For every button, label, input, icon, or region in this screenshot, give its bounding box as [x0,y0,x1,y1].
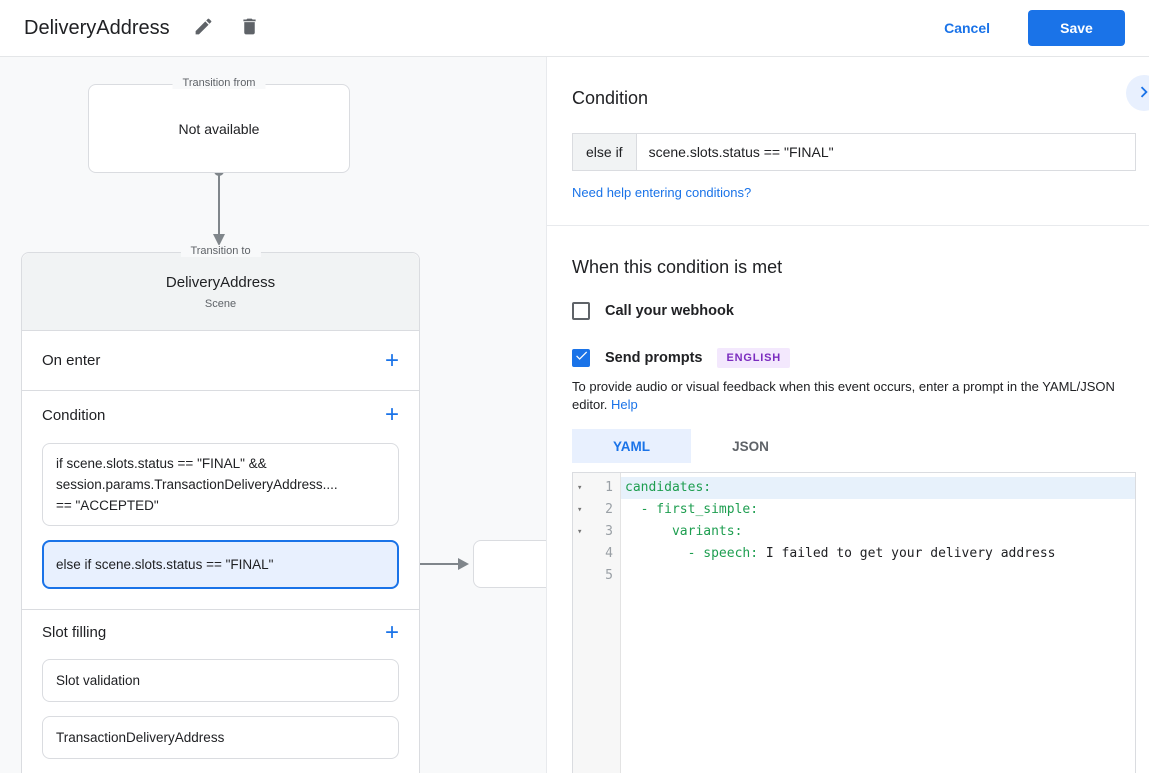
send-prompts-label: Send prompts [605,350,703,366]
scene-diagram-canvas: Transition from Not available Transition… [0,57,546,773]
editor-gutter-row: ▾2 [573,499,620,521]
slot-transaction-delivery-address-item[interactable]: TransactionDeliveryAddress [42,716,399,759]
on-enter-label: On enter [42,352,101,369]
transition-to-card: Transition to DeliveryAddress Scene On e… [21,245,420,773]
slot-validation-item[interactable]: Slot validation [42,659,399,702]
panel-title: Condition [572,88,649,108]
condition-section: Condition + if scene.slots.status == "FI… [22,391,419,610]
transition-to-label: Transition to [180,245,261,257]
yaml-key-token: - speech: [625,546,759,561]
add-condition-button[interactable]: + [384,401,399,428]
editor-format-tabs: YAML JSON [572,429,1149,463]
webhook-checkbox[interactable] [572,302,590,320]
editor-gutter-row: ▾3 [573,521,620,543]
checkmark-icon [574,348,589,368]
conditions-help-link[interactable]: Need help entering conditions? [572,185,752,200]
line-number: 3 [605,524,613,539]
chevron-right-icon [1133,81,1149,106]
fold-spacer [573,543,588,565]
condition-met-heading: When this condition is met [572,257,783,277]
prompts-description-text: To provide audio or visual feedback when… [572,379,1115,412]
condition-section-label: Condition [42,406,106,424]
top-bar: DeliveryAddress Cancel Save [0,0,1149,57]
condition-prefix: else if [573,134,637,170]
line-number: 5 [605,568,613,583]
help-link[interactable]: Help [611,396,638,412]
send-prompts-option-row: Send prompts ENGLISH [572,348,1149,368]
editor-gutter-row: 5 [573,565,620,587]
edit-title-button[interactable] [192,16,216,40]
transition-from-node[interactable]: Transition from Not available [88,77,350,173]
line-number: 4 [605,546,613,561]
delete-scene-button[interactable] [238,16,262,40]
webhook-option-row: Call your webhook [572,302,1149,320]
fold-spacer [573,565,588,587]
editor-gutter-row: 4 [573,543,620,565]
code-line[interactable]: variants: [621,521,1135,543]
collapse-panel-button[interactable] [1126,75,1149,111]
transition-from-label: Transition from [172,77,266,89]
yaml-key-token: candidates: [625,480,712,495]
code-line[interactable]: - first_simple: [621,499,1135,521]
on-enter-section: On enter + [22,331,419,391]
slot-filling-label: Slot filling [42,624,107,641]
cancel-button[interactable]: Cancel [944,20,990,36]
send-prompts-checkbox[interactable] [572,349,590,367]
tab-json[interactable]: JSON [732,438,769,454]
transition-from-content: Not available [178,120,260,137]
panel-divider [547,225,1149,226]
code-line[interactable]: candidates: [621,477,1135,499]
tab-yaml[interactable]: YAML [572,429,691,463]
editor-gutter-row: ▾1 [573,477,620,499]
code-line[interactable] [621,565,1135,587]
condition-expression-input[interactable] [636,134,1135,170]
condition-item-else-if-selected[interactable]: else if scene.slots.status == "FINAL" [42,540,399,589]
scene-name: DeliveryAddress [165,273,276,291]
line-number: 1 [605,480,613,495]
scene-card-header[interactable]: DeliveryAddress Scene [22,253,419,331]
condition-expression-row: else if [572,133,1136,171]
line-number: 2 [605,502,613,517]
fold-arrow-icon[interactable]: ▾ [577,527,583,537]
fold-arrow-icon[interactable]: ▾ [577,483,583,493]
webhook-label: Call your webhook [605,303,734,319]
transition-target-node[interactable] [473,540,546,588]
page-title: DeliveryAddress [24,16,170,39]
yaml-key-token: variants: [625,524,743,539]
pencil-icon [193,16,214,40]
yaml-key-token: - first_simple: [625,502,759,517]
slot-filling-section: Slot filling + Slot validation Transacti… [22,610,419,759]
condition-item-if[interactable]: if scene.slots.status == "FINAL" && sess… [42,443,399,526]
language-badge: ENGLISH [717,348,790,368]
trash-icon [239,16,260,40]
add-slot-button[interactable]: + [384,618,399,646]
fold-arrow-icon[interactable]: ▾ [577,505,583,515]
add-on-enter-button[interactable]: + [384,346,399,374]
condition-edit-panel: Condition else if Need help entering con… [546,57,1149,773]
save-button[interactable]: Save [1028,10,1125,46]
editor-code-area[interactable]: candidates: - first_simple: variants: - … [621,473,1135,773]
prompts-description: To provide audio or visual feedback when… [572,378,1132,413]
scene-type: Scene [204,297,237,310]
code-line[interactable]: - speech: I failed to get your delivery … [621,543,1135,565]
yaml-value-token: I failed to get your delivery address [758,546,1056,561]
